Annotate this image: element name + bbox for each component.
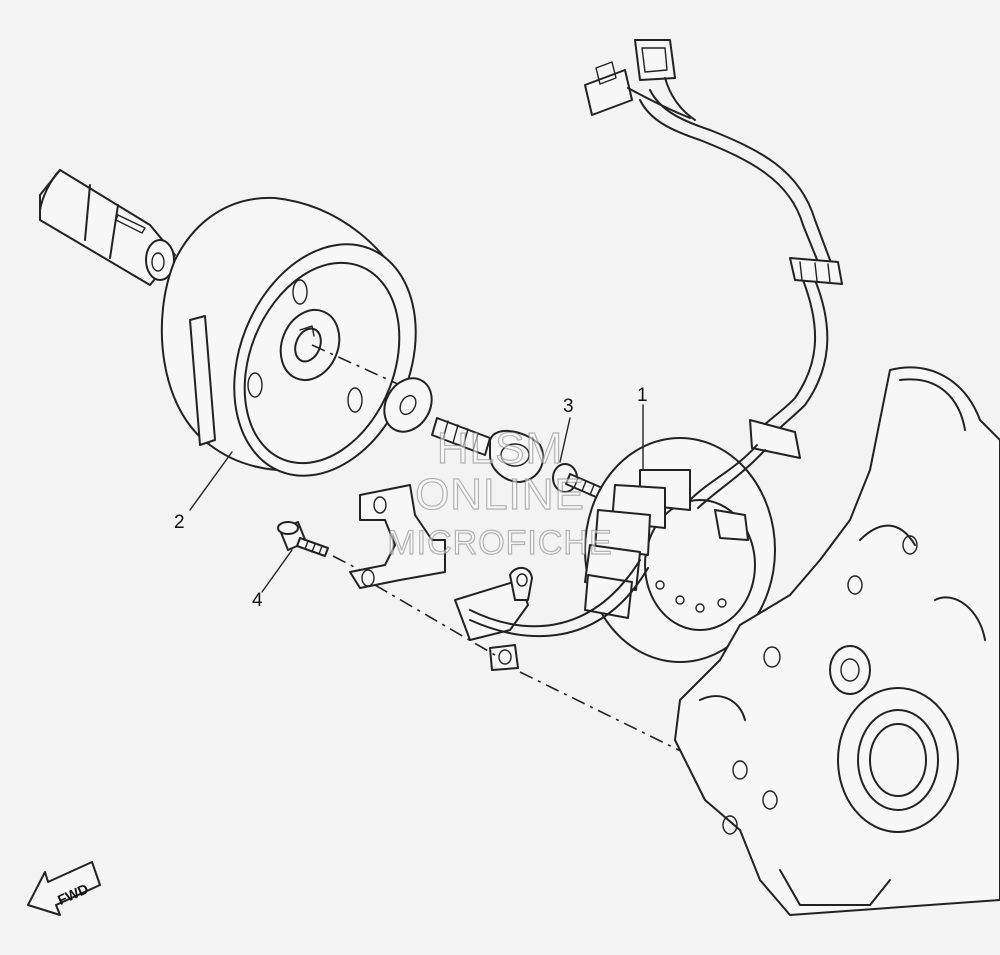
leader-line-2: [189, 451, 233, 511]
fwd-arrow-icon: FWD: [27, 861, 101, 916]
axis-centerline: [311, 344, 401, 386]
crankcase-cover: [674, 366, 1000, 916]
leader-line-4: [261, 549, 293, 593]
alignment-line-4: [332, 555, 361, 571]
alignment-line-bracket: [374, 584, 496, 656]
callout-2: 2: [174, 512, 185, 533]
flywheel-rotor: [160, 196, 417, 477]
callout-3: 3: [563, 396, 574, 417]
bolt-part-4: [277, 521, 329, 557]
crankshaft-end: [39, 169, 176, 286]
callout-1: 1: [637, 385, 648, 406]
flywheel-nut: [431, 417, 545, 483]
leader-line-3: [559, 417, 571, 463]
washer: [383, 377, 433, 433]
screw-part-3: [552, 463, 608, 501]
pickup-coil: [454, 559, 649, 671]
lead-clamp-bracket: [349, 484, 446, 589]
wiring-harness: [584, 39, 843, 509]
callout-4: 4: [252, 590, 263, 611]
